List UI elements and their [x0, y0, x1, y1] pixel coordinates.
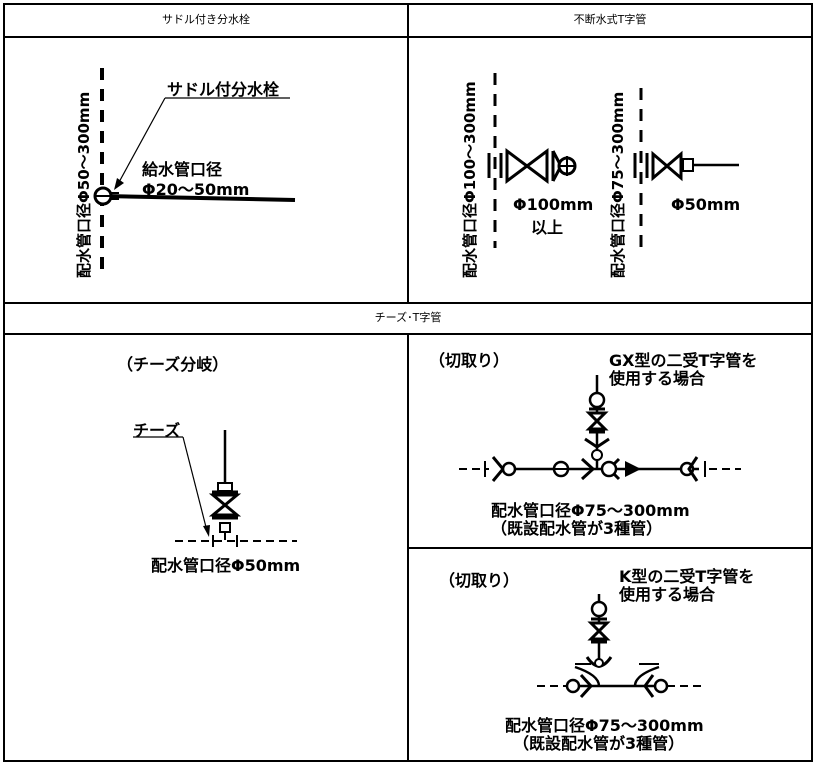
- gx-note-1: GX型の二受T字管を: [609, 351, 758, 370]
- k-cell: （切取り） K型の二受T字管を 使用する場合 配水管口径Φ75～300mm （既…: [409, 549, 811, 760]
- divider-mid-header-top: [3, 302, 813, 304]
- k-gate-valve: [587, 621, 611, 634]
- fudansui-right-branch-label: Φ50mm: [671, 195, 741, 214]
- gx-sub-label: （既設配水管が3種管）: [491, 519, 663, 538]
- callout-arrowhead: [114, 178, 124, 190]
- cheese-diagram: [133, 430, 297, 547]
- gx-title: （切取り）: [429, 351, 510, 370]
- header-saddle: サドル付き分水栓: [162, 13, 250, 26]
- k-diagram: [537, 594, 701, 699]
- saddle-service-label-2: Φ20～50mm: [142, 180, 250, 199]
- fudansui-right-main-label: 配水管口径Φ75～300mm: [609, 91, 627, 278]
- gx-note-2: 使用する場合: [609, 369, 706, 388]
- k-note-2: 使用する場合: [619, 585, 716, 604]
- divider-right-bottom: [407, 547, 813, 549]
- k-sub-label: （既設配水管が3種管）: [513, 734, 685, 753]
- fudansui-diagram: [487, 73, 739, 248]
- fudansui-left-branch-2: 以上: [531, 218, 564, 237]
- saddle-main-pipe-label: 配水管口径Φ50～300mm: [75, 91, 93, 278]
- callout-leader: [117, 97, 166, 185]
- k-main-label: 配水管口径Φ75～300mm: [505, 716, 704, 735]
- cheese-title: （チーズ分岐）: [117, 355, 229, 374]
- saddle-service-label-1: 給水管口径: [142, 160, 223, 179]
- cheese-cell: （チーズ分岐） チーズ 配水管口径Φ50mm: [5, 335, 407, 760]
- saddle-cell: 配水管口径Φ50～300mm サドル付分水栓 給水管口径 Φ20～50mm: [5, 38, 407, 302]
- gx-cell: （切取り） GX型の二受T字管を 使用する場合 配水管口径Φ75～300mm （…: [409, 335, 811, 547]
- cheese-callout-leader: [182, 436, 208, 532]
- cheese-main-label: 配水管口径Φ50mm: [151, 556, 301, 575]
- gx-reducer: [625, 461, 641, 477]
- divider-vertical-top: [407, 3, 409, 303]
- fudansui-left-main-label: 配水管口径Φ100～300mm: [461, 81, 479, 278]
- k-note-1: K型の二受T字管を: [619, 567, 755, 586]
- gx-diagram: [459, 375, 741, 482]
- cheese-gate-valve: [208, 493, 242, 507]
- fudansui-left-branch-1: Φ100mm: [513, 195, 594, 214]
- header-fudansui: 不断水式T字管: [573, 13, 647, 26]
- saddle-callout-label: サドル付分水栓: [167, 80, 280, 99]
- fudansui-cell: 配水管口径Φ100～300mm Φ100mm 以上 配水管口径Φ75～300mm…: [409, 38, 811, 302]
- saddle-diagram: [93, 68, 296, 278]
- cheese-callout-label: チーズ: [133, 421, 181, 440]
- gx-gate-valve: [585, 411, 609, 424]
- left-gate-valve: [505, 148, 530, 184]
- header-cheese-t: チーズ･T字管: [374, 311, 442, 324]
- k-title: （切取り）: [439, 571, 520, 590]
- service-pipe: [104, 194, 296, 202]
- gx-main-label: 配水管口径Φ75～300mm: [491, 501, 690, 520]
- right-gate-valve: [651, 150, 670, 182]
